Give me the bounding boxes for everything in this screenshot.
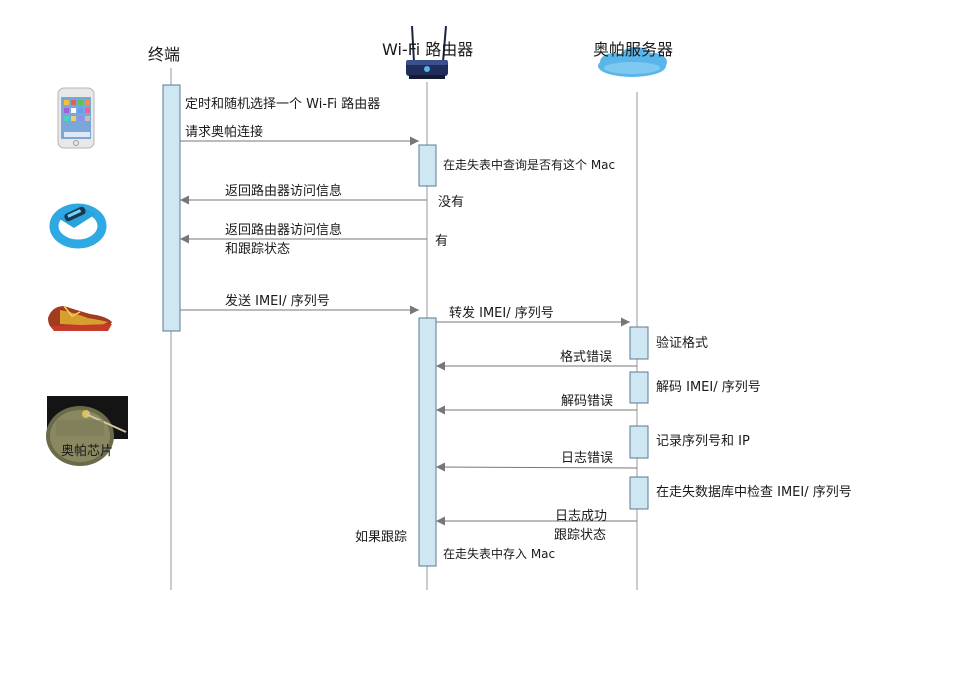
router-icon	[406, 25, 448, 79]
msg-tracking-status: 和跟踪状态	[225, 242, 291, 257]
msg-forward-imei: 转发 IMEI/ 序列号	[449, 306, 554, 321]
msg-tracking-status-2: 跟踪状态	[554, 528, 607, 543]
chip-label: 奥帕芯片	[61, 444, 114, 459]
msg-send-imei: 发送 IMEI/ 序列号	[225, 294, 330, 309]
terminal-title: 终端	[148, 45, 181, 64]
server-activation-3	[629, 425, 649, 459]
phone-icon	[57, 87, 95, 149]
msg-decode-error: 解码错误	[561, 394, 614, 409]
chip-photo-icon	[46, 396, 128, 466]
msg-return-access-info: 返回路由器访问信息	[225, 184, 343, 199]
note-if-tracking: 如果跟踪	[355, 530, 408, 545]
server-title: 奥帕服务器	[593, 40, 674, 59]
msg-log-error: 日志错误	[561, 451, 614, 466]
router-activation-2	[418, 317, 437, 567]
server-activation-4	[629, 476, 649, 510]
server-activation-2	[629, 371, 649, 404]
step-verify-format: 验证格式	[656, 336, 709, 351]
msg-log-success: 日志成功	[555, 509, 608, 524]
terminal-activation	[162, 84, 181, 332]
server-activation-1	[629, 326, 649, 360]
msg-format-error: 格式错误	[560, 350, 613, 365]
step-decode-imei: 解码 IMEI/ 序列号	[656, 380, 761, 395]
cloud-icon	[598, 47, 667, 77]
msg-return-access-info-2: 返回路由器访问信息	[225, 223, 343, 238]
shoe-icon	[48, 305, 112, 331]
msg-request-connect: 请求奥帕连接	[185, 125, 264, 140]
msg-query-lost-table: 在走失表中查询是否有这个 Mac	[443, 158, 616, 172]
step-record-serial-ip: 记录序列号和 IP	[656, 434, 750, 449]
step-check-lost-db: 在走失数据库中检查 IMEI/ 序列号	[656, 485, 852, 500]
router-title: Wi-Fi 路由器	[382, 40, 474, 59]
msg-select-router: 定时和随机选择一个 Wi-Fi 路由器	[185, 97, 381, 112]
note-not-found: 没有	[438, 195, 465, 210]
wristband-icon	[49, 203, 107, 249]
note-found: 有	[435, 234, 449, 249]
msg-store-mac: 在走失表中存入 Mac	[443, 547, 556, 561]
router-activation-1	[418, 144, 437, 187]
arrow-log-error	[435, 462, 638, 472]
